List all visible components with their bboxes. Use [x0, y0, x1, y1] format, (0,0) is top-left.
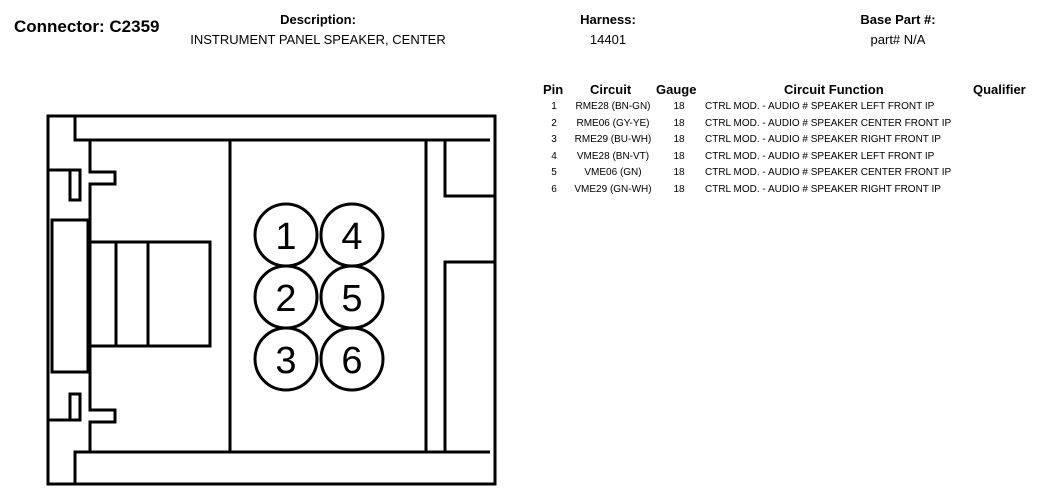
harness-label: Harness:: [580, 12, 636, 27]
pin-cavity-3: [253, 326, 319, 392]
wire-gauge: 18: [673, 167, 685, 178]
table-row: 3 RME29 (BU-WH) 18 CTRL MOD. - AUDIO # S…: [540, 134, 1040, 151]
connector-lower-ledge: [88, 390, 117, 452]
wire-gauge: 18: [673, 101, 685, 112]
table-row: 4 VME28 (BN-VT) 18 CTRL MOD. - AUDIO # S…: [540, 151, 1040, 168]
wire-gauge: 18: [673, 117, 685, 129]
column-header-circuit: Circuit: [590, 82, 632, 97]
description-value: INSTRUMENT PANEL SPEAKER, CENTER: [190, 32, 446, 47]
pin-table: 1 RME28 (BN-GN) 18 CTRL MOD. - AUDIO # S…: [540, 101, 1040, 200]
connector-right-upper-step: [443, 140, 495, 198]
table-row: 2 RME06 (GY-YE) 18 CTRL MOD. - AUDIO # S…: [540, 118, 1040, 135]
connector-latch: [50, 218, 90, 374]
circuit-name: VME28 (BN-VT): [576, 150, 650, 162]
connector-bottom-rail: [73, 450, 490, 484]
circuit-function: CTRL MOD. - AUDIO # SPEAKER CENTER FRONT…: [705, 117, 952, 129]
circuit-name: RME06 (GY-YE): [576, 117, 650, 129]
connector-right-lower-step: [443, 260, 495, 452]
pin-label-1: 1: [275, 216, 296, 258]
circuit-function: CTRL MOD. - AUDIO # SPEAKER LEFT FRONT I…: [705, 150, 935, 162]
circuit-name: VME29 (GN-WH): [574, 183, 652, 195]
connector-face-diagram: 1 4 2 5 3 6: [46, 114, 497, 486]
pin-label-5: 5: [341, 278, 362, 320]
pin-number: 1: [551, 101, 557, 112]
connector-upper-left-tab: [48, 168, 82, 202]
wire-gauge: 18: [673, 183, 685, 195]
column-header-circuit-function: Circuit Function: [784, 82, 884, 97]
pin-number: 4: [551, 150, 557, 162]
connector-latch-divider: [88, 206, 150, 390]
pin-label-3: 3: [275, 340, 296, 382]
pin-cavity-6: [319, 326, 385, 392]
table-row: 1 RME28 (BN-GN) 18 CTRL MOD. - AUDIO # S…: [540, 101, 1040, 118]
column-header-qualifier: Qualifier: [973, 82, 1026, 97]
column-header-gauge: Gauge: [656, 82, 697, 97]
circuit-name: RME28 (BN-GN): [575, 101, 651, 112]
connector-outer-housing: [46, 114, 497, 486]
wire-gauge: 18: [673, 150, 685, 162]
wire-gauge: 18: [673, 134, 685, 145]
base-part-value: part# N/A: [870, 32, 926, 47]
pin-number: 5: [551, 167, 557, 178]
column-header-pin: Pin: [543, 82, 564, 97]
description-label: Description:: [280, 12, 356, 27]
table-row: 6 VME29 (GN-WH) 18 CTRL MOD. - AUDIO # S…: [540, 184, 1040, 201]
pin-number: 2: [551, 117, 557, 129]
circuit-function: CTRL MOD. - AUDIO # SPEAKER RIGHT FRONT …: [705, 183, 941, 195]
circuit-function: CTRL MOD. - AUDIO # SPEAKER RIGHT FRONT …: [705, 134, 941, 145]
connector-latch-window: [88, 240, 212, 348]
pin-number: 3: [551, 134, 557, 145]
harness-value: 14401: [589, 32, 627, 47]
pin-label-6: 6: [341, 340, 362, 382]
pin-label-2: 2: [275, 278, 296, 320]
base-part-label: Base Part #:: [860, 12, 936, 27]
connector-top-rail: [73, 116, 490, 142]
connector-title: Connector: C2359: [14, 17, 160, 36]
circuit-name: VME06 (GN): [584, 167, 642, 178]
connector-lower-left-tab: [48, 392, 82, 422]
circuit-function: CTRL MOD. - AUDIO # SPEAKER LEFT FRONT I…: [705, 101, 935, 112]
circuit-function: CTRL MOD. - AUDIO # SPEAKER CENTER FRONT…: [705, 167, 952, 178]
table-row: 5 VME06 (GN) 18 CTRL MOD. - AUDIO # SPEA…: [540, 167, 1040, 184]
circuit-name: RME29 (BU-WH): [574, 134, 652, 145]
connector-upper-ledge: [88, 140, 117, 206]
pin-label-4: 4: [341, 216, 362, 258]
pin-number: 6: [551, 183, 557, 195]
